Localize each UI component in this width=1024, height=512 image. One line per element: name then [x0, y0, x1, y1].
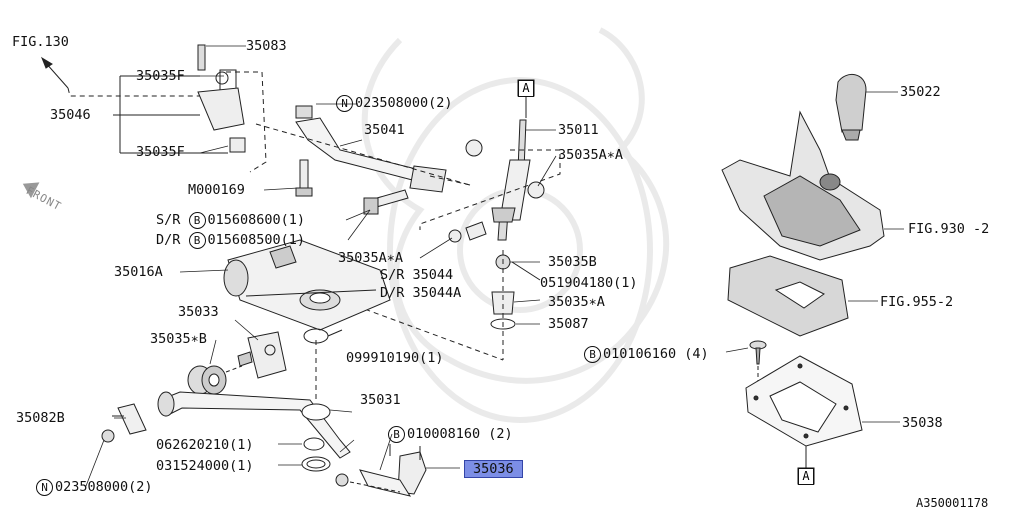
b-circle-icon: B: [188, 212, 206, 229]
part-031524000[interactable]: 031524000(1): [156, 458, 254, 474]
n-circle-icon: N: [336, 95, 353, 112]
diagram-code: A350001178: [916, 496, 989, 510]
cover-fig930: [721, 110, 904, 261]
part-35033[interactable]: 35033: [178, 304, 219, 320]
b-circle-icon: B: [188, 232, 206, 249]
part-35031[interactable]: 35031: [360, 392, 401, 408]
housing-35016a: [223, 239, 391, 331]
part-35035-star-a[interactable]: 35035∗A: [548, 294, 605, 310]
pin-051904180: [511, 261, 541, 281]
knob-35022: [835, 74, 898, 141]
part-35035a-star-a-right[interactable]: 35035A∗A: [558, 147, 624, 163]
part-35044[interactable]: S/R 35044: [380, 267, 454, 283]
leader-lines: [85, 45, 557, 487]
part-small-1: [465, 139, 483, 157]
bolt-sr-number: 015608600(1): [207, 212, 306, 228]
b-circle-icon: B: [584, 346, 601, 363]
bracket-35046: [113, 44, 267, 173]
bushing-2: [465, 221, 487, 241]
fig130-arrow: [40, 56, 200, 97]
part-35035-star-b[interactable]: 35035∗B: [150, 331, 207, 347]
part-35035f-bottom[interactable]: 35035F: [136, 144, 185, 160]
part-099910190[interactable]: 099910190(1): [346, 350, 444, 366]
part-number: 010008160 (2): [407, 426, 513, 442]
part-number: 023508000(2): [355, 95, 453, 111]
n-circle-icon: N: [36, 479, 53, 496]
part-35044a[interactable]: D/R 35044A: [380, 285, 462, 301]
part-35041[interactable]: 35041: [364, 122, 405, 138]
part-35011[interactable]: 35011: [558, 122, 599, 138]
lever-35011: [419, 119, 561, 241]
rod-35041: [255, 105, 471, 193]
joint-35033: [237, 331, 287, 379]
part-35035f-top[interactable]: 35035F: [136, 68, 185, 84]
ref-fig930-2[interactable]: FIG.930 -2: [908, 221, 990, 237]
part-35035b[interactable]: 35035B: [548, 254, 597, 270]
plate-35082b: [101, 403, 147, 443]
screw-010106160: [725, 340, 767, 388]
bushing-35035a: [491, 291, 515, 315]
panel-fig955: [727, 255, 878, 337]
part-35083[interactable]: 35083: [246, 38, 287, 54]
part-35038[interactable]: 35038: [902, 415, 943, 431]
part-062620210[interactable]: 062620210(1): [156, 437, 254, 453]
washer-031524000: [301, 456, 331, 472]
ref-box-a-top[interactable]: A: [518, 80, 534, 97]
part-35046[interactable]: 35046: [50, 107, 91, 123]
part-35036-highlighted[interactable]: 35036: [464, 460, 523, 478]
bolt-m000169: [295, 159, 313, 197]
bushing-35035b: [187, 365, 243, 395]
washer-062620210: [303, 437, 325, 451]
figure-ref-label[interactable]: FIG.130: [12, 34, 69, 50]
rod-35031: [157, 340, 351, 459]
part-35087[interactable]: 35087: [548, 316, 589, 332]
bolt-015608600: [363, 189, 409, 215]
dr-prefix: D/R: [156, 232, 181, 248]
part-35016a[interactable]: 35016A: [114, 264, 163, 280]
bushing-1: [448, 229, 462, 243]
bolt-dr-number: 015608500(1): [207, 232, 306, 248]
b-circle-icon: B: [388, 426, 405, 443]
part-small-2: [527, 181, 545, 199]
plate-35038: [745, 355, 900, 468]
part-number: 010106160 (4): [603, 346, 709, 362]
part-number: 023508000(2): [55, 479, 153, 495]
ref-box-a-bottom[interactable]: A: [798, 468, 814, 485]
ref-fig955-2[interactable]: FIG.955-2: [880, 294, 954, 310]
part-35022[interactable]: 35022: [900, 84, 941, 100]
part-051904180[interactable]: 051904180(1): [540, 275, 638, 291]
part-35082b[interactable]: 35082B: [16, 410, 65, 426]
sr-prefix: S/R: [156, 212, 181, 228]
part-m000169[interactable]: M000169: [188, 182, 245, 198]
part-35035a-star-a-left[interactable]: 35035A∗A: [338, 250, 404, 266]
bracket-35036: [335, 444, 427, 497]
